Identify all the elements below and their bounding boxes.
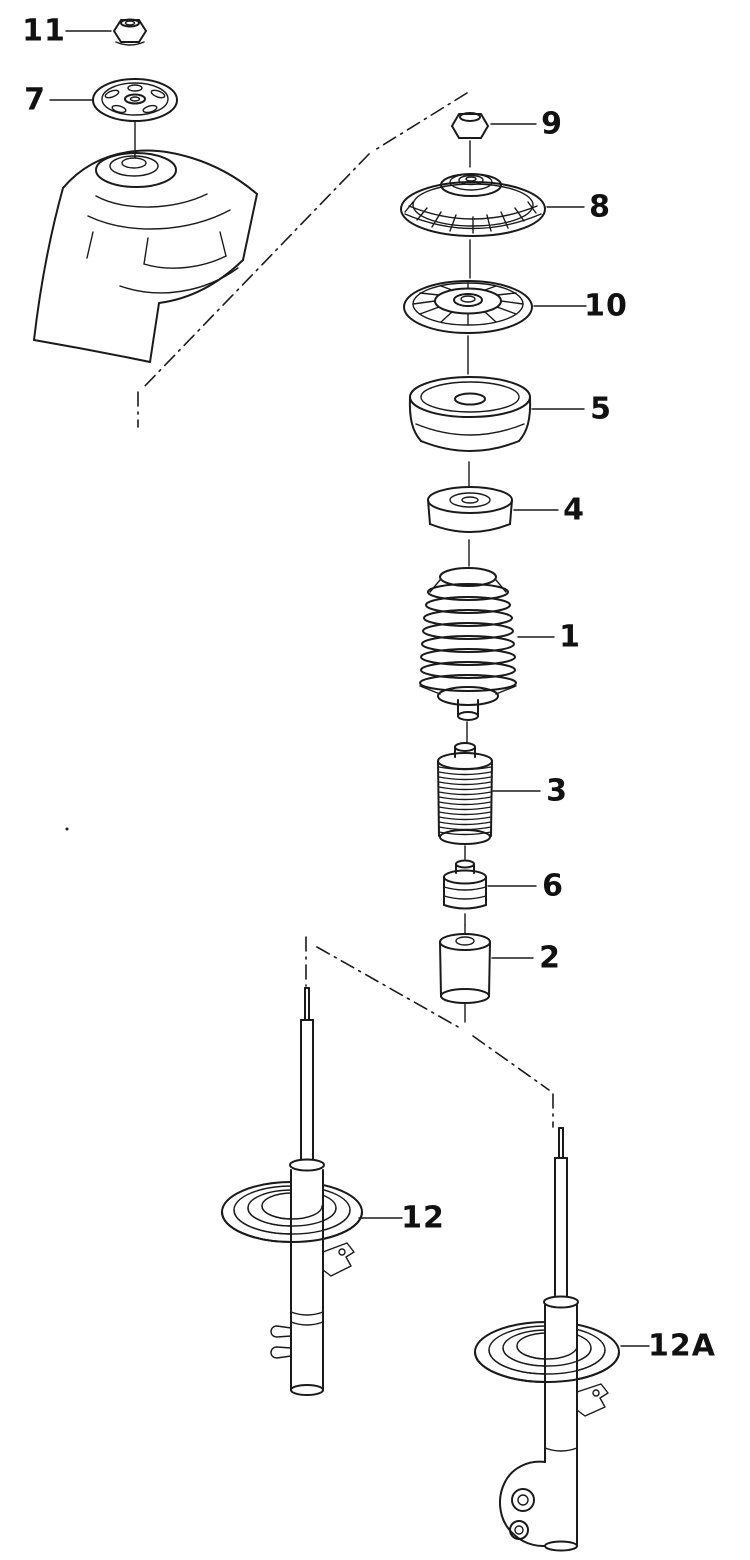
part-label-6: 6 [542,868,564,904]
part-label-10: 10 [584,288,628,324]
shock-absorber-12a [474,1127,620,1552]
protective-boot-1 [419,567,517,721]
strut-mount-8 [400,173,546,237]
upper-mount-plate-7 [92,78,178,159]
part-label-3: 3 [546,773,568,809]
part-label-1: 1 [559,619,581,655]
spring-seat-5 [408,376,532,452]
center-axis-lines [464,140,471,1023]
strut-bearing-10 [403,280,533,334]
part-label-12a: 12A [648,1328,716,1364]
threaded-sleeve-3 [437,742,493,845]
part-label-11: 11 [22,13,66,49]
part-label-9: 9 [541,106,563,142]
spacer-bushing-6 [443,859,487,910]
part-label-4: 4 [563,492,585,528]
stray-print-dot [65,827,69,831]
part-label-2: 2 [539,940,561,976]
hex-nut-9 [451,112,489,139]
construction-dash-lines [137,92,554,1128]
shock-absorber-12 [221,987,363,1396]
hex-nut-11 [113,18,147,46]
bushing-cup-2 [439,924,491,1004]
car-body-sketch [33,149,258,363]
bump-stop-cap-4 [427,486,513,533]
part-label-5: 5 [590,391,612,427]
leader-lines [49,30,650,1347]
part-label-7: 7 [24,82,46,118]
part-label-12: 12 [401,1200,445,1236]
part-label-8: 8 [589,189,611,225]
